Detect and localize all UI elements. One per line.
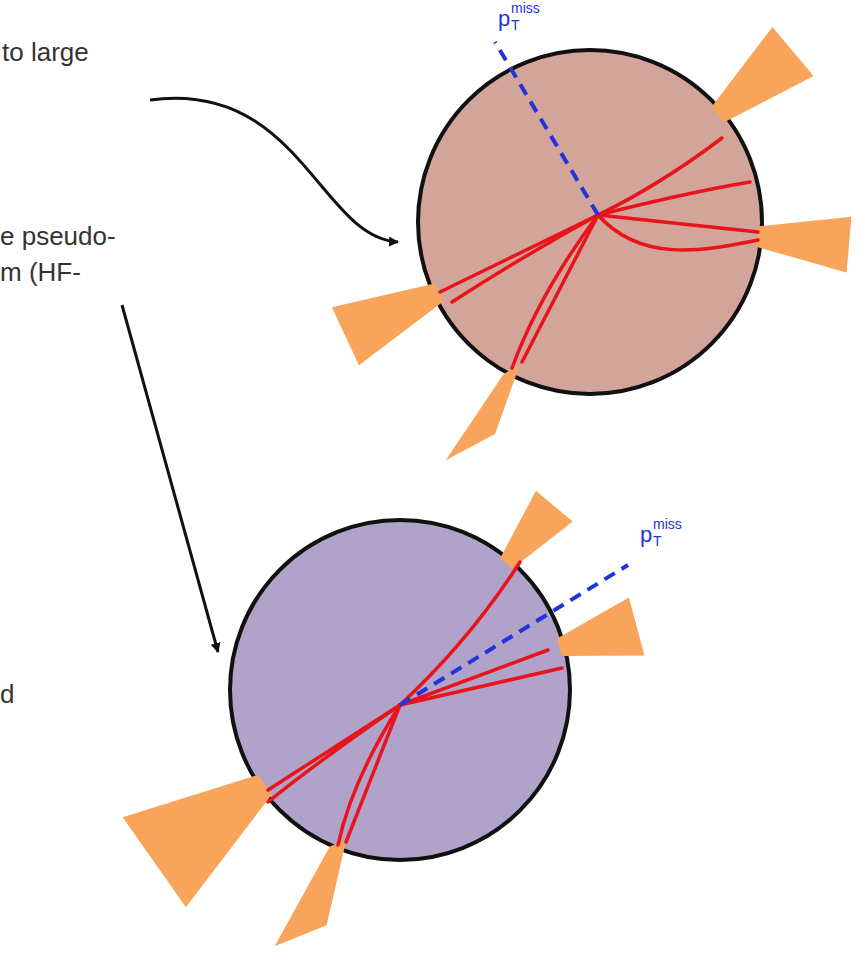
jet-cones: [123, 491, 645, 946]
missing-momentum-line: [400, 565, 628, 705]
detector-circle: [230, 520, 570, 860]
ptmiss-superscript: miss: [653, 516, 682, 532]
slide-text: to large: [2, 38, 89, 68]
jet-cones: [332, 27, 852, 460]
detector-circle: [418, 50, 762, 394]
particle-tracks: [268, 562, 562, 845]
ptmiss-superscript: miss: [511, 0, 540, 16]
ptmiss-symbol: p: [498, 6, 510, 31]
ptmiss-subscript: T: [511, 17, 520, 33]
particle-tracks: [440, 138, 758, 368]
missing-momentum-line: [495, 42, 598, 215]
ptmiss-symbol: p: [640, 522, 652, 547]
slide-text: d: [0, 680, 14, 710]
pointer-arrow: [122, 305, 218, 652]
ptmiss-subscript: T: [653, 533, 662, 549]
slide-text: m (HF-: [0, 258, 81, 288]
slide-text: e pseudo-: [0, 222, 116, 252]
pointer-arrow: [150, 98, 398, 242]
